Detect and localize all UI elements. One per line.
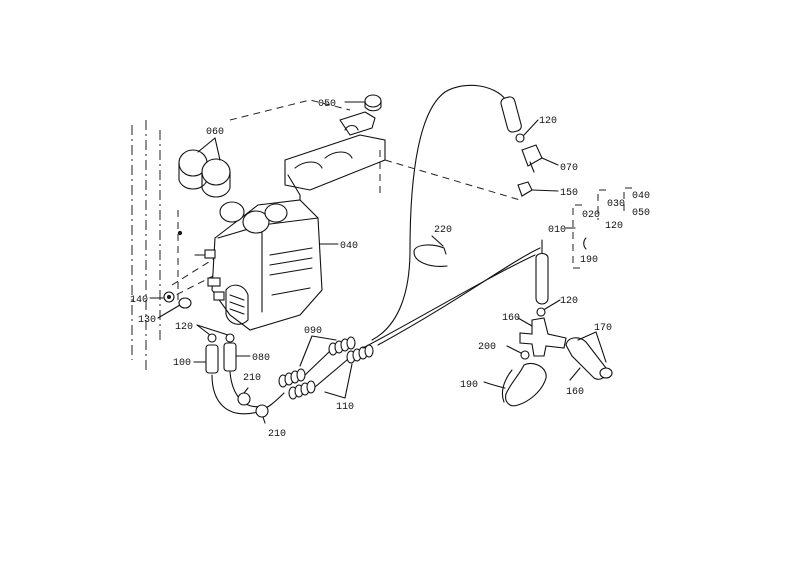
label-150: 150 <box>560 188 578 199</box>
part-200-clamp <box>506 345 530 360</box>
part-140-130-bolt <box>149 291 192 319</box>
label-210-upper: 210 <box>243 373 261 384</box>
label-160-upper: 160 <box>502 313 520 324</box>
label-120-pipe: 120 <box>560 296 578 307</box>
label-090: 090 <box>304 326 322 337</box>
part-160-lower <box>569 367 581 381</box>
frame-lines <box>131 99 521 370</box>
label-030: 030 <box>607 199 625 210</box>
label-120-upper: 120 <box>539 116 557 127</box>
part-120-pipe-right <box>535 239 561 317</box>
part-100-080-hoses <box>193 324 251 374</box>
label-190-lower: 190 <box>460 380 478 391</box>
label-200: 200 <box>478 342 496 353</box>
label-070: 070 <box>560 163 578 174</box>
part-170-hose <box>565 331 613 380</box>
label-060: 060 <box>206 127 224 138</box>
label-160-lower: 160 <box>566 387 584 398</box>
part-220-clip <box>413 235 448 267</box>
label-190-bracket: 190 <box>580 255 598 266</box>
engine-block <box>284 111 386 206</box>
label-040-right: 040 <box>632 191 650 202</box>
label-100: 100 <box>173 358 191 369</box>
part-070-150-fittings <box>500 96 559 197</box>
part-labels: 050 060 040 120 070 150 220 040 030 020 … <box>130 99 650 440</box>
label-120-left: 120 <box>175 322 193 333</box>
bracket-group <box>565 187 632 269</box>
part-050-cap <box>344 94 382 112</box>
label-210-lower: 210 <box>268 429 286 440</box>
label-220: 220 <box>434 225 452 236</box>
label-110: 110 <box>336 402 354 413</box>
part-160-tee <box>517 317 567 357</box>
label-050-right: 050 <box>632 208 650 219</box>
label-170: 170 <box>594 323 612 334</box>
label-120-bracket: 120 <box>605 221 623 232</box>
part-190-hose-u <box>483 362 547 407</box>
label-140: 140 <box>130 295 148 306</box>
label-010: 010 <box>548 225 566 236</box>
label-080: 080 <box>252 353 270 364</box>
label-020: 020 <box>582 210 600 221</box>
part-060-filters <box>178 137 231 198</box>
hose-main-loop <box>211 371 285 424</box>
part-090-110-corrugated <box>278 335 374 400</box>
part-040-tank <box>177 199 339 331</box>
label-130: 130 <box>138 315 156 326</box>
label-040: 040 <box>340 241 358 252</box>
hose-long-upper <box>362 84 541 349</box>
label-050: 050 <box>318 99 336 110</box>
